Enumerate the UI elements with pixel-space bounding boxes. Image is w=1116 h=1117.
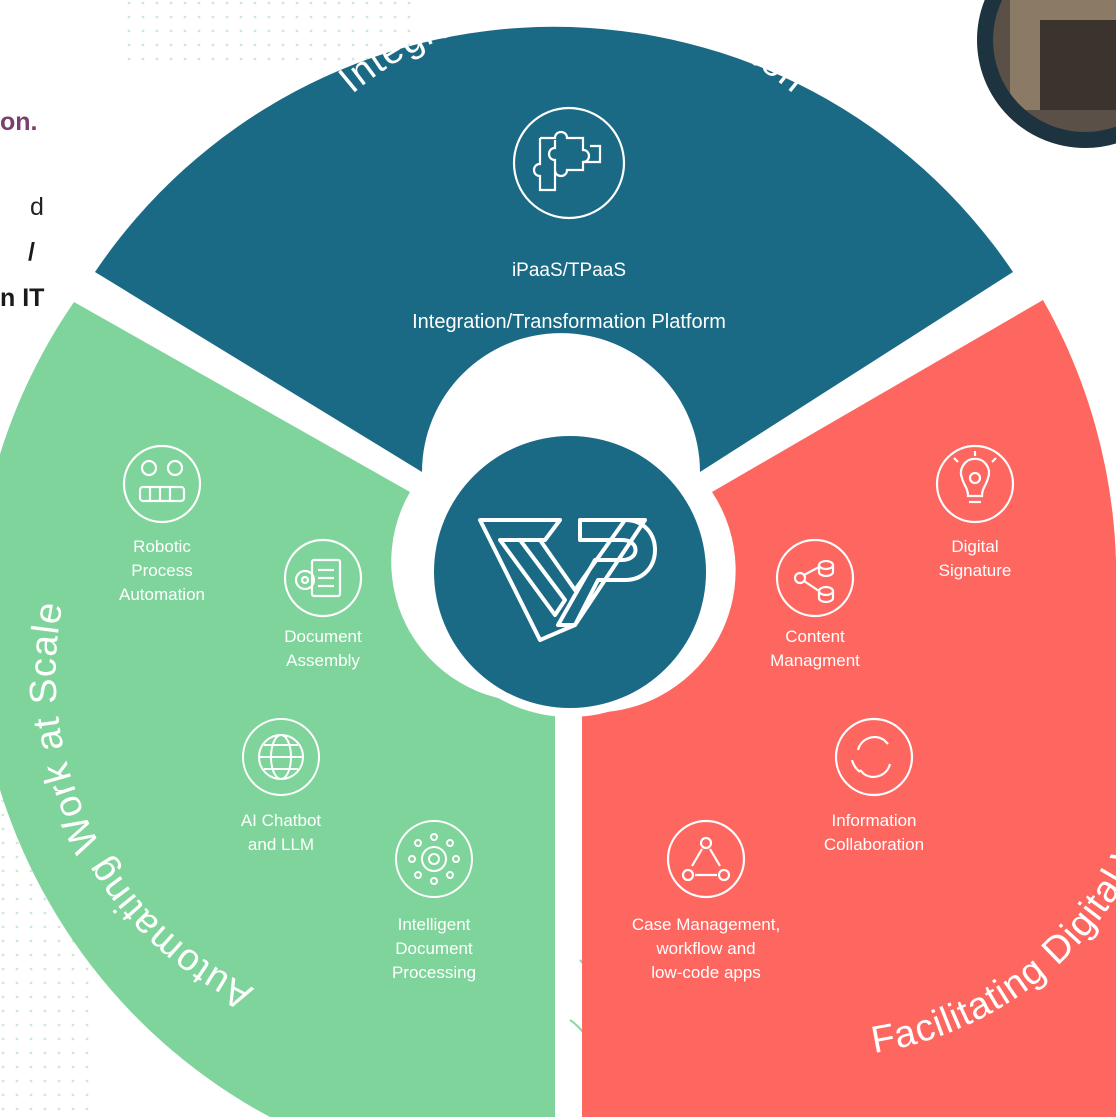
case-management-line2: workflow and [655,939,755,958]
document-assembly-line2: Assembly [286,651,360,670]
ipaas-label: iPaaS/TPaaS [512,260,626,281]
rpa-label-line2: Process [131,561,192,580]
left-text-line2: d [30,193,44,221]
case-management-line1: Case Management, [632,915,780,934]
left-text-line4: n IT [0,284,44,312]
robot-icon [122,444,202,524]
document-gear-icon [283,538,363,618]
segment-automating [0,302,555,1117]
photo-circle [977,0,1116,148]
idp-line3: Processing [392,963,476,982]
content-management-line2: Managment [770,651,860,670]
rpa-label-line1: Robotic [133,537,191,556]
ai-chatbot-line2: and LLM [248,835,314,854]
vp-logo-p [556,518,657,627]
rpa-label-line3: Automation [119,585,205,604]
idp-line2: Document [395,939,473,958]
segment-integration [95,26,1013,472]
document-assembly-line1: Document [284,627,362,646]
digital-signature-line2: Signature [939,561,1012,580]
refresh-arrows-icon [834,717,914,797]
ipaas-description-line1: Integration/Transformation Platform [412,311,726,333]
segment-facilitating [582,300,1116,1117]
workflow-icon [666,819,746,899]
dot-pattern-top [120,0,420,70]
content-management-line1: Content [785,627,845,646]
vp-logo-v [478,518,647,642]
puzzle-icon [512,106,626,220]
cog-circle-icon [395,820,473,898]
lightbulb-gear-icon [935,444,1015,524]
digital-signature-line1: Digital [951,537,998,556]
info-collab-line2: Collaboration [824,835,924,854]
share-database-icon [775,538,855,618]
info-collab-line1: Information [831,811,916,830]
left-text-line1: on. [0,108,38,136]
case-management-line3: low-code apps [651,963,761,982]
left-partial-text: on. d / n IT f [0,108,44,778]
ai-chatbot-line1: AI Chatbot [241,811,322,830]
ipaas-description-line2: as a Service [514,342,624,364]
network-globe-icon [242,718,320,796]
left-text-line3: / [28,238,35,266]
idp-line1: Intelligent [398,915,471,934]
center-logo [425,427,715,717]
